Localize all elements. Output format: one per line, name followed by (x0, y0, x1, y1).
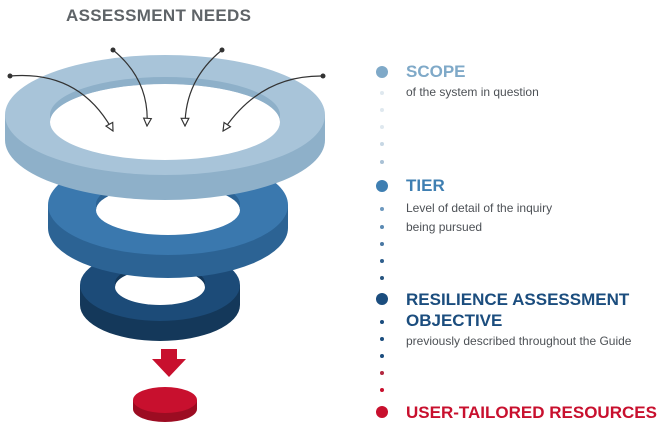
stage-title-tier: TIER (406, 176, 445, 195)
stage-dot-scope (376, 66, 388, 78)
stage-dot-objective (376, 293, 388, 305)
stage-title-scope: SCOPE (406, 62, 466, 81)
ring-scope (5, 55, 325, 200)
outcome-disc (133, 387, 197, 422)
arrow-down-icon (152, 349, 186, 377)
diagram-title: ASSESSMENT NEEDS (66, 6, 252, 25)
stage-title-objective-line1: RESILIENCE ASSESSMENT (406, 290, 630, 309)
stage-title-resources: USER-TAILORED RESOURCES (406, 403, 657, 422)
stage-dot-resources (376, 406, 388, 418)
stage-desc-tier-line2: being pursued (406, 220, 483, 234)
arrow-in-icon (7, 47, 326, 132)
stage-dot-tier (376, 180, 388, 192)
stage-desc-tier-line1: Level of detail of the inquiry (406, 201, 553, 215)
stage-desc-scope: of the system in question (406, 85, 539, 99)
stage-title-objective-line2: OBJECTIVE (406, 311, 503, 330)
stage-desc-objective: previously described throughout the Guid… (406, 334, 632, 348)
timeline (376, 66, 388, 418)
